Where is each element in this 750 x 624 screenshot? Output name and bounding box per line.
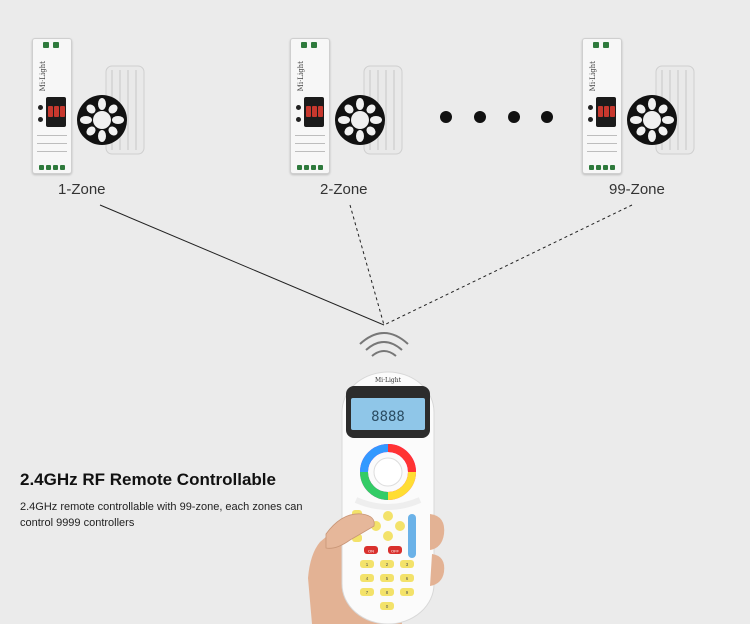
led-controller: Mi·Light — [32, 38, 72, 174]
zone-2-group: Mi·Light 2-Zone — [290, 38, 420, 198]
key-5: 5 — [386, 576, 389, 581]
remote-brand: Mi·Light — [375, 377, 402, 384]
key-4: 4 — [366, 576, 369, 581]
description: 2.4GHz remote controllable with 99-zone,… — [20, 501, 303, 529]
zone-99-group: Mi·Light 99-Zone — [582, 38, 722, 198]
key-7: 7 — [366, 590, 369, 595]
key-0: 0 — [386, 604, 389, 609]
key-on-label: ON — [368, 549, 374, 554]
zone-1-group: Mi·Light 1-Zone — [32, 38, 162, 198]
led-controller: Mi·Light — [582, 38, 622, 174]
key-2: 2 — [386, 562, 389, 567]
headline: 2.4GHz RF Remote Controllable — [20, 470, 276, 489]
key-3: 3 — [406, 562, 409, 567]
led-strip-reel — [335, 65, 403, 155]
color-wheel-icon — [360, 444, 416, 500]
key-6: 6 — [406, 576, 409, 581]
remote-control: Mi·Light 8888 ON OFF 1 2 3 4 5 6 7 8 — [308, 371, 445, 624]
key-off-label: OFF — [391, 549, 400, 554]
led-strip-reel — [77, 65, 145, 155]
key-1: 1 — [366, 562, 369, 567]
led-strip-reel — [627, 65, 695, 155]
zone-label: 99-Zone — [609, 181, 665, 198]
key-8: 8 — [386, 590, 389, 595]
ellipsis-dots — [440, 111, 555, 125]
wifi-signal-icon — [359, 332, 409, 357]
remote-screen-text: 8888 — [371, 409, 405, 425]
key-9: 9 — [406, 590, 409, 595]
led-controller: Mi·Light — [290, 38, 330, 174]
zone-label: 2-Zone — [320, 181, 368, 198]
zone-label: 1-Zone — [58, 181, 106, 198]
